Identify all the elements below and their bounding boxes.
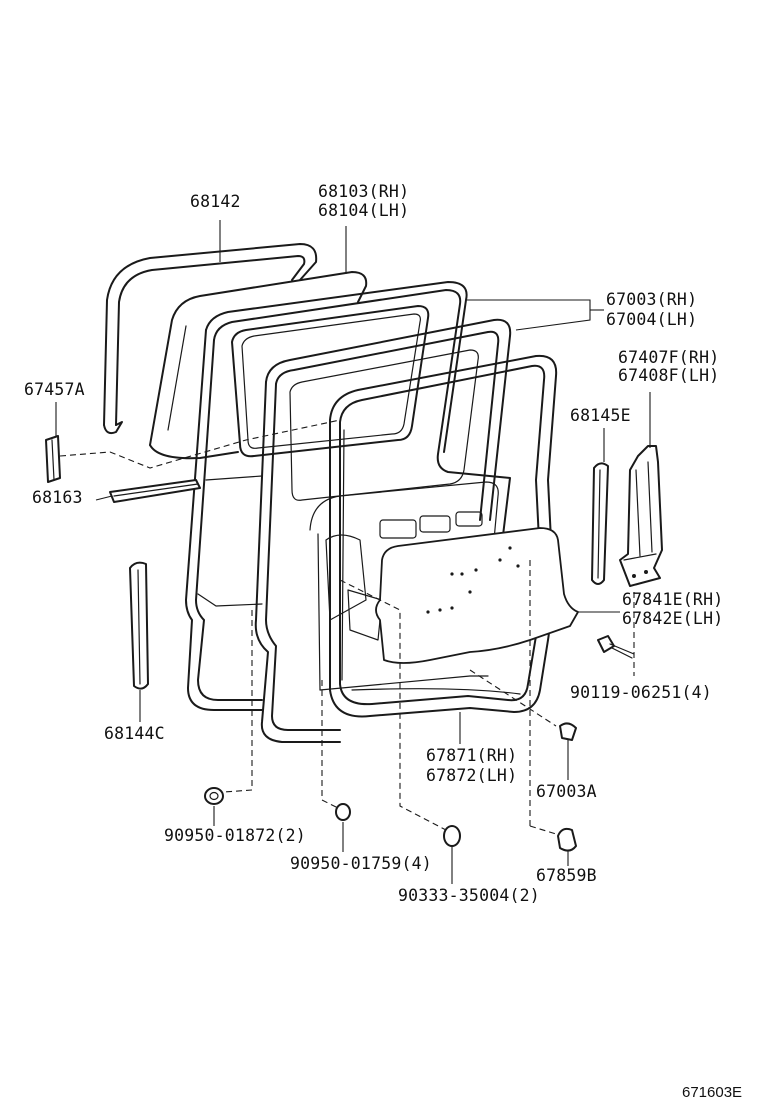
label-67871: 67871(RH) <box>426 746 518 765</box>
label-67004: 67004(LH) <box>606 310 698 329</box>
label-67859B: 67859B <box>536 866 597 885</box>
door-panel-67003 <box>185 281 511 711</box>
label-90119: 90119-06251(4) <box>570 683 712 702</box>
dashed-assembly-lines <box>59 419 635 835</box>
label-67841E: 67841E(RH) <box>622 590 724 609</box>
label-67872: 67872(LH) <box>426 766 518 785</box>
label-67457A: 67457A <box>24 380 85 399</box>
label-68103: 68103(RH) <box>318 182 410 201</box>
label-68142: 68142 <box>190 192 241 211</box>
door-glass-68103 <box>149 271 368 460</box>
weatherstrip-68145E <box>591 462 609 585</box>
figure-number: 671603E <box>682 1084 743 1101</box>
leader-lines <box>55 220 651 884</box>
label-67842E: 67842E(LH) <box>622 609 724 628</box>
door-inner-mechanism <box>309 481 499 691</box>
bolt-90119 <box>597 635 635 659</box>
label-67003A: 67003A <box>536 782 597 801</box>
plug-90333 <box>443 825 461 847</box>
label-67407F: 67407F(RH) <box>618 348 720 367</box>
cover-67859B <box>557 827 577 852</box>
label-67003: 67003(RH) <box>606 290 698 309</box>
label-90950-01759: 90950-01759(4) <box>290 854 432 873</box>
grommet-90950-01872 <box>204 787 224 805</box>
label-68145E: 68145E <box>570 406 631 425</box>
service-hole-cover-67841E <box>375 527 579 664</box>
belt-molding-68163 <box>109 479 201 503</box>
label-68163: 68163 <box>32 488 83 507</box>
glass-run-channel-68142 <box>103 243 318 435</box>
label-90950-01872: 90950-01872(2) <box>164 826 306 845</box>
bracket-67407F <box>619 445 663 587</box>
weatherstrip-68144C <box>129 561 149 690</box>
label-68104: 68104(LH) <box>318 201 410 220</box>
clip-67003A <box>559 722 577 741</box>
label-90333: 90333-35004(2) <box>398 886 540 905</box>
label-67408F: 67408F(LH) <box>618 366 720 385</box>
grommet-90950-01759 <box>335 803 351 821</box>
moulding-67457A <box>45 435 61 483</box>
label-68144C: 68144C <box>104 724 165 743</box>
door-inner-frame <box>254 318 512 743</box>
